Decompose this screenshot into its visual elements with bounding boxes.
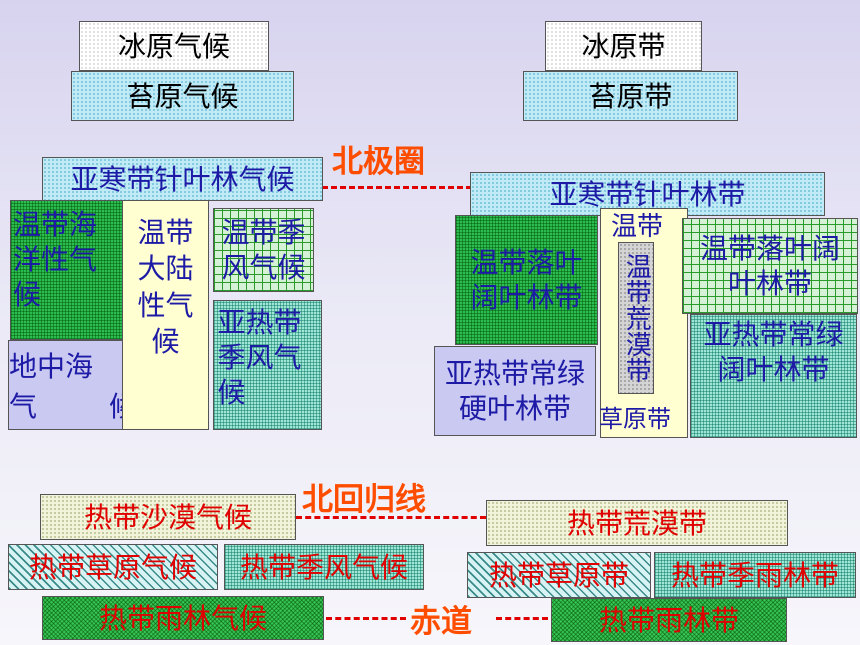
tropical-monsoon-climate-box: 热带季风气候 [224,544,424,590]
tropical-grassland-zone-box: 热带草原带 [467,552,651,598]
tropical-desert-climate-label: 热带沙漠气候 [83,500,252,534]
tropical-rainforest-zone-label: 热带雨林带 [598,603,739,637]
tropical-grassland-climate-box: 热带草原气候 [8,544,218,590]
tropical-desert-climate-box: 热带沙漠气候 [40,494,296,540]
temperate-top-label: 温带 [611,212,664,242]
tropical-grassland-zone-label: 热带草原带 [488,558,629,592]
taiga-zone-label: 亚寒带针叶林带 [549,177,746,211]
tundra-climate-label: 苔原气候 [126,79,239,113]
temperate-maritime-box: 温带海洋性气候 [10,200,125,340]
subtropical-monsoon-box: 亚热带季风气候 [213,300,322,430]
temperate-desert-label: 温带荒漠带 [621,253,652,383]
ice-climate-label: 冰原气候 [117,29,230,63]
tropical-grassland-climate-label: 热带草原气候 [28,550,197,584]
tundra-climate-box: 苔原气候 [71,71,294,121]
temperate-maritime-label: 温带海洋性气候 [13,208,98,311]
tropical-monsoon-climate-label: 热带季风气候 [239,550,408,584]
subtropical-evergreen-label: 亚热带常绿阔叶林带 [703,318,844,386]
temperate-deciduous-label: 温带落叶阔叶林带 [699,232,840,300]
temperate-continental-box: 温带大陆性气候 [122,200,209,430]
subtropical-sclerophyll-label: 亚热带常绿硬叶林带 [444,357,585,425]
mediterranean-label-a: 地中海 [9,350,94,383]
temperate-monsoon-label: 温带季风气候 [221,216,306,284]
tundra-zone-box: 苔原带 [523,71,738,121]
temperate-desert-box: 温带荒漠带 [618,242,654,394]
tropical-monsoon-forest-box: 热带季雨林带 [654,552,856,598]
subarctic-climate-label: 亚寒带针叶林气候 [70,162,295,196]
subtropical-monsoon-label: 亚热带季风气候 [217,306,302,409]
tropical-rainforest-zone-box: 热带雨林带 [551,598,787,642]
mediterranean-label-b: 气 [9,390,38,423]
subarctic-climate-box: 亚寒带针叶林气候 [42,157,323,201]
subtropical-sclerophyll-box: 亚热带常绿硬叶林带 [434,346,596,436]
tropical-rainforest-climate-label: 热带雨林气候 [98,601,267,635]
equator-label: 赤道 [410,604,472,640]
grassland-label: 草原带 [599,405,671,433]
mediterranean-box: 地中海 气 候 [8,340,137,430]
tropical-monsoon-forest-label: 热带季雨林带 [670,558,839,592]
tropic-of-cancer-label: 北回归线 [302,482,426,518]
tundra-zone-label: 苔原带 [588,79,673,113]
arctic-circle-label: 北极圈 [332,144,425,180]
equator-line-left [326,617,406,620]
temperate-deciduous-box: 温带落叶阔叶林带 [682,218,858,314]
ice-climate-box: 冰原气候 [79,21,269,71]
tropical-desert-zone-box: 热带荒漠带 [486,500,788,546]
tropical-rainforest-climate-box: 热带雨林气候 [42,596,324,640]
taiga-zone-box: 亚寒带针叶林带 [470,172,825,216]
arctic-circle-line [322,186,472,189]
tropic-of-cancer-line [296,516,486,519]
equator-line-right [496,617,548,620]
temperate-broadleaf-label: 温带落叶阔叶林带 [470,246,583,314]
subtropical-evergreen-box: 亚热带常绿阔叶林带 [690,314,857,438]
tropical-desert-zone-label: 热带荒漠带 [566,506,707,540]
ice-zone-label: 冰原带 [581,29,666,63]
temperate-continental-label: 温带大陆性气候 [137,216,194,359]
ice-zone-box: 冰原带 [545,21,702,71]
temperate-monsoon-box: 温带季风气候 [213,208,314,292]
temperate-broadleaf-box: 温带落叶阔叶林带 [455,215,598,345]
